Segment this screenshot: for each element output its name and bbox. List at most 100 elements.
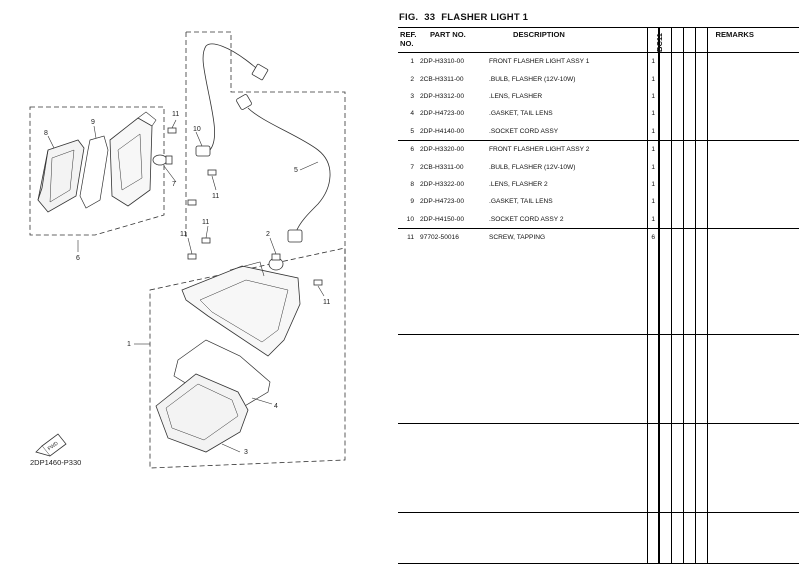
drawing-code: 2DP1460-P330 — [30, 458, 81, 467]
flasher-housing-2 — [109, 111, 157, 207]
parts-diagram: 8 9 11 10 7 11 6 5 2 11 11 11 1 4 3 FWD … — [29, 31, 346, 469]
table-row: 8 2DP-H3322-00 .LENS, FLASHER 2 1 — [398, 175, 799, 194]
part-no-cell: 2DP-H3320-00 — [420, 146, 464, 154]
group-outline-upper-cord — [186, 31, 346, 270]
socket-cord-10 — [195, 43, 269, 157]
description-cell: .BULB, FLASHER (12V-10W) — [489, 75, 576, 83]
quantity-cell: 1 — [646, 87, 659, 106]
quantity-cell: 1 — [646, 158, 659, 176]
callout-8: 8 — [44, 130, 48, 137]
ref-cell: 6 — [410, 146, 414, 154]
header-model-code: BC11 — [646, 27, 664, 53]
header-remarks: REMARKS — [706, 27, 799, 53]
callout-3: 3 — [244, 449, 248, 456]
part-no-cell: 2CB-H3311-00 — [420, 75, 464, 83]
gasket-tail-lens-2 — [79, 135, 109, 209]
description-cell: .LENS, FLASHER 2 — [489, 180, 548, 188]
table-row: 3 2DP-H3312-00 .LENS, FLASHER 1 — [398, 87, 799, 106]
figure-label: FIG. — [399, 12, 419, 23]
table-row: 2 2CB-H3311-00 .BULB, FLASHER (12V-10W) 1 — [398, 70, 799, 88]
quantity-cell: 1 — [646, 52, 659, 71]
fwd-label: FWD — [47, 440, 60, 452]
table-row: 9 2DP-H4723-00 .GASKET, TAIL LENS 1 — [398, 193, 799, 211]
part-no-cell: 2DP-H4723-00 — [420, 110, 464, 118]
bulb-flasher-2 — [268, 253, 284, 271]
description-cell: SCREW, TAPPING — [489, 234, 546, 242]
figure-title: FIG. 33 FLASHER LIGHT 1 — [399, 12, 534, 23]
part-no-cell: 97702-50016 — [420, 234, 459, 242]
ref-cell: 11 — [407, 234, 414, 242]
ref-cell: 2 — [410, 75, 414, 83]
group-outline-assy-2 — [29, 106, 165, 236]
description-cell: .GASKET, TAIL LENS — [489, 198, 553, 206]
quantity-cell: 1 — [646, 105, 659, 123]
callout-9: 9 — [91, 119, 95, 126]
ref-cell: 4 — [410, 110, 414, 118]
table-row: 11 97702-50016 SCREW, TAPPING 6 — [398, 228, 799, 247]
header-part-no: PART NO. — [418, 27, 487, 53]
callout-11: 11 — [202, 219, 209, 226]
ref-cell: 10 — [398, 210, 418, 229]
callout-2: 2 — [266, 231, 270, 238]
lens-flasher-1 — [155, 373, 249, 453]
ref-cell: 9 — [410, 198, 414, 206]
quantity-cell: 1 — [646, 70, 659, 88]
quantity-cell: 1 — [646, 193, 659, 211]
callout-7: 7 — [172, 181, 176, 188]
description-cell: FRONT FLASHER LIGHT ASSY 1 — [489, 58, 590, 66]
callout-1: 1 — [127, 341, 131, 348]
part-no-cell: 2DP-H4723-00 — [420, 198, 464, 206]
figure-name: FLASHER LIGHT 1 — [441, 12, 529, 23]
table-row: 1 2DP-H3310-00 FRONT FLASHER LIGHT ASSY 1 1 — [398, 52, 799, 71]
quantity-cell: 1 — [646, 122, 659, 141]
header-ref-no: REF.NO. — [398, 27, 418, 53]
lens-flasher-2 — [37, 139, 85, 213]
quantity-cell: 1 — [646, 210, 659, 229]
description-cell: .SOCKET CORD ASSY 2 — [487, 210, 647, 229]
ref-cell: 7 — [410, 163, 414, 171]
part-no-cell: 2DP-H3312-00 — [420, 92, 464, 100]
figure-number: 33 — [424, 12, 436, 23]
description-cell: .SOCKET CORD ASSY — [487, 122, 647, 141]
callout-11: 11 — [212, 193, 219, 200]
callout-11: 11 — [172, 111, 179, 118]
bulb-flasher-7 — [152, 154, 173, 166]
blank-row — [398, 512, 799, 564]
description-cell: .BULB, FLASHER (12V-10W) — [489, 163, 576, 171]
part-no-cell: 2DP-H4150-00 — [418, 210, 487, 229]
part-no-cell: 2CB-H3311-00 — [420, 163, 464, 171]
callout-6: 6 — [76, 255, 80, 262]
table-row: 4 2DP-H4723-00 .GASKET, TAIL LENS 1 — [398, 105, 799, 123]
table-header-row: REF.NO. PART NO. DESCRIPTION BC11 REMARK… — [398, 27, 799, 53]
callout-11: 11 — [323, 299, 330, 306]
blank-row — [398, 334, 799, 425]
description-cell: .LENS, FLASHER — [489, 92, 543, 100]
part-no-cell: 2DP-H3310-00 — [420, 58, 464, 66]
ref-cell: 5 — [398, 122, 418, 141]
table-row: 6 2DP-H3320-00 FRONT FLASHER LIGHT ASSY 2 1 — [398, 140, 799, 159]
callout-10: 10 — [193, 126, 201, 133]
blank-row — [398, 246, 799, 336]
ref-cell: 3 — [410, 92, 414, 100]
callout-11: 11 — [180, 231, 187, 238]
callout-4: 4 — [274, 403, 278, 410]
description-cell: FRONT FLASHER LIGHT ASSY 2 — [489, 146, 590, 154]
quantity-cell: 6 — [646, 228, 659, 247]
leader-lines — [47, 119, 325, 453]
fwd-arrow-icon — [35, 433, 67, 457]
table-row: 7 2CB-H3311-00 .BULB, FLASHER (12V-10W) 1 — [398, 158, 799, 176]
blank-row — [398, 423, 799, 514]
header-description: DESCRIPTION — [487, 27, 647, 53]
callout-5: 5 — [294, 167, 298, 174]
ref-cell: 1 — [410, 58, 414, 66]
ref-cell: 8 — [410, 180, 414, 188]
flasher-housing-1 — [181, 261, 301, 357]
parts-table: REF.NO. PART NO. DESCRIPTION BC11 REMARK… — [398, 27, 799, 564]
quantity-cell: 1 — [646, 175, 659, 194]
description-cell: .GASKET, TAIL LENS — [489, 110, 553, 118]
part-no-cell: 2DP-H4140-00 — [418, 122, 487, 141]
quantity-cell: 1 — [646, 140, 659, 159]
part-no-cell: 2DP-H3322-00 — [420, 180, 464, 188]
